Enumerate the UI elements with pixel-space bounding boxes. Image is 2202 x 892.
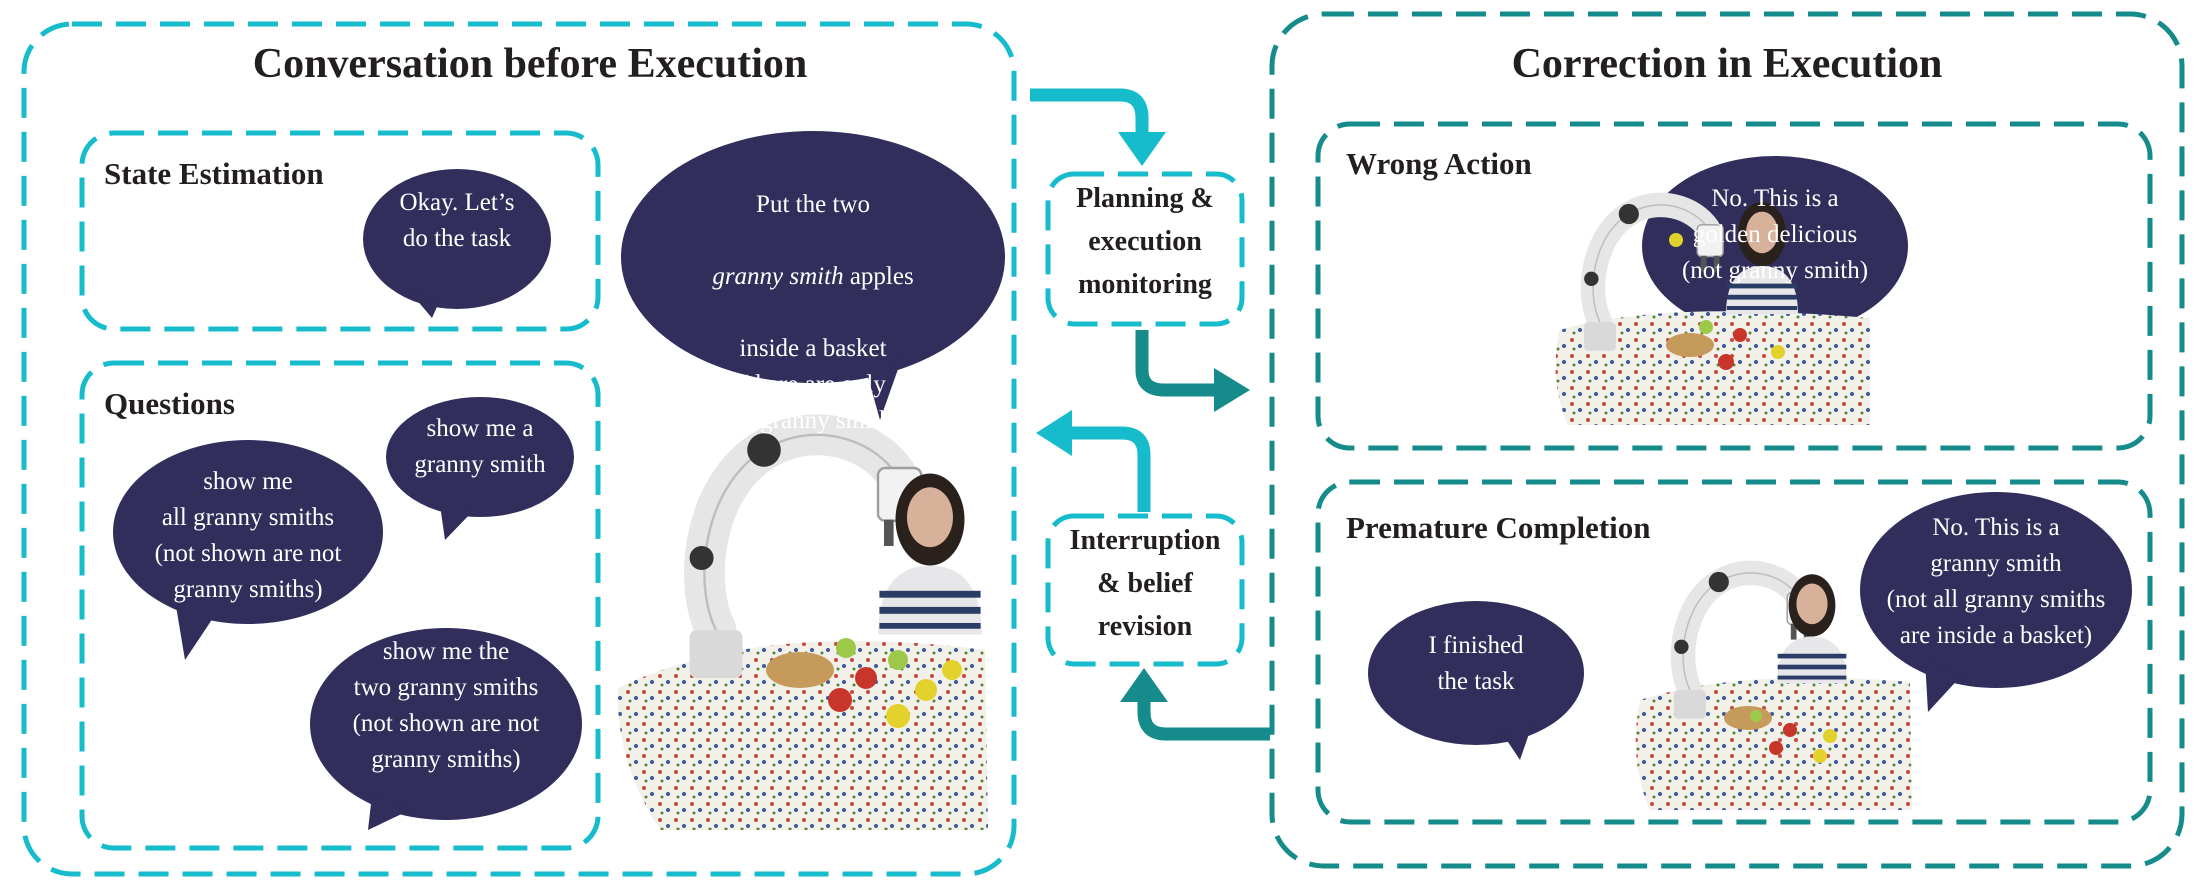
question-bubble-2-text: show me all granny smiths (not shown are…: [154, 468, 342, 603]
question-bubble-1-text: show me a granny smith: [414, 415, 546, 478]
robot-table-scene-premature: [1635, 572, 1912, 810]
instruction-bubble-text: Put the two granny smith apples inside a…: [660, 151, 966, 475]
wrong-action-bubble-text: No. This is a golden delicious (not gran…: [1681, 185, 1869, 284]
instruction-line-3: inside a basket (there are only two gran…: [716, 335, 910, 434]
left-panel-title: Conversation before Execution: [252, 41, 808, 87]
right-panel-title: Correction in Execution: [1511, 41, 1943, 87]
state-estimation-title: State Estimation: [104, 156, 324, 191]
interruption-revision-label: Interruption & belief revision: [1069, 525, 1221, 642]
planning-monitoring-label: Planning & execution monitoring: [1076, 183, 1214, 300]
robot-table-scene-wrong-action: [1555, 202, 1870, 425]
robot-table-scene-large: [617, 433, 988, 830]
instruction-line-1: Put the two: [756, 191, 870, 218]
instruction-line-2: granny smith apples: [660, 259, 966, 295]
wrong-action-title: Wrong Action: [1346, 146, 1532, 181]
premature-human-bubble-text: No. This is a granny smith (not all gran…: [1886, 514, 2106, 649]
instruction-line-2-rest: apples: [843, 263, 914, 290]
state-estimation-bubble-text: Okay. Let’s do the task: [399, 189, 515, 252]
premature-completion-title: Premature Completion: [1346, 510, 1651, 545]
instruction-line-2-italic: granny smith: [712, 263, 844, 290]
questions-title: Questions: [104, 386, 235, 421]
question-bubble-3-text: show me the two granny smiths (not shown…: [352, 638, 540, 773]
premature-user-bubble-text: I finished the task: [1428, 632, 1524, 695]
